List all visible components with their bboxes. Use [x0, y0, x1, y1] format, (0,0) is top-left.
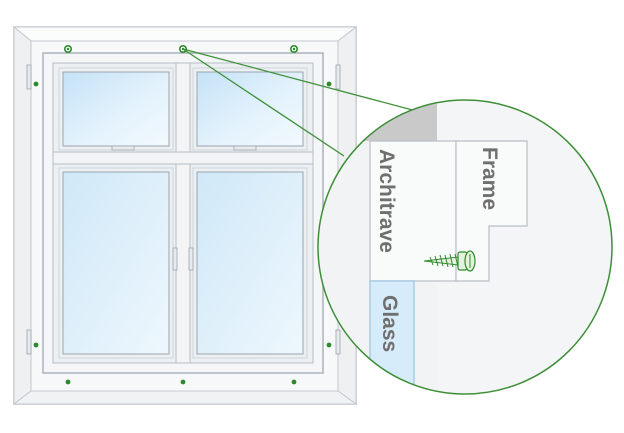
glass-top-left — [62, 71, 170, 147]
label-frame: Frame — [478, 147, 501, 210]
glass-top-right — [196, 71, 304, 147]
label-architrave: Architrave — [375, 149, 398, 253]
handle-icon — [111, 145, 257, 271]
screw-head-icon — [33, 44, 332, 385]
label-glass: Glass — [378, 295, 401, 352]
callout-lines — [182, 48, 421, 157]
architrave-bevel-bottom — [12, 390, 358, 405]
mullion — [175, 62, 191, 364]
glass-bottom-left — [62, 171, 170, 355]
screw-icon — [423, 250, 476, 272]
architrave-section — [369, 140, 457, 282]
frame-section — [455, 140, 528, 282]
glass-panes — [58, 67, 308, 359]
hinge-icon — [26, 64, 341, 355]
transom — [52, 151, 314, 165]
architrave-bevel — [12, 26, 358, 42]
window-illustration — [12, 25, 358, 406]
glass-bottom-right — [196, 171, 304, 355]
detail-magnifier: Architrave Frame Glass — [317, 99, 613, 395]
